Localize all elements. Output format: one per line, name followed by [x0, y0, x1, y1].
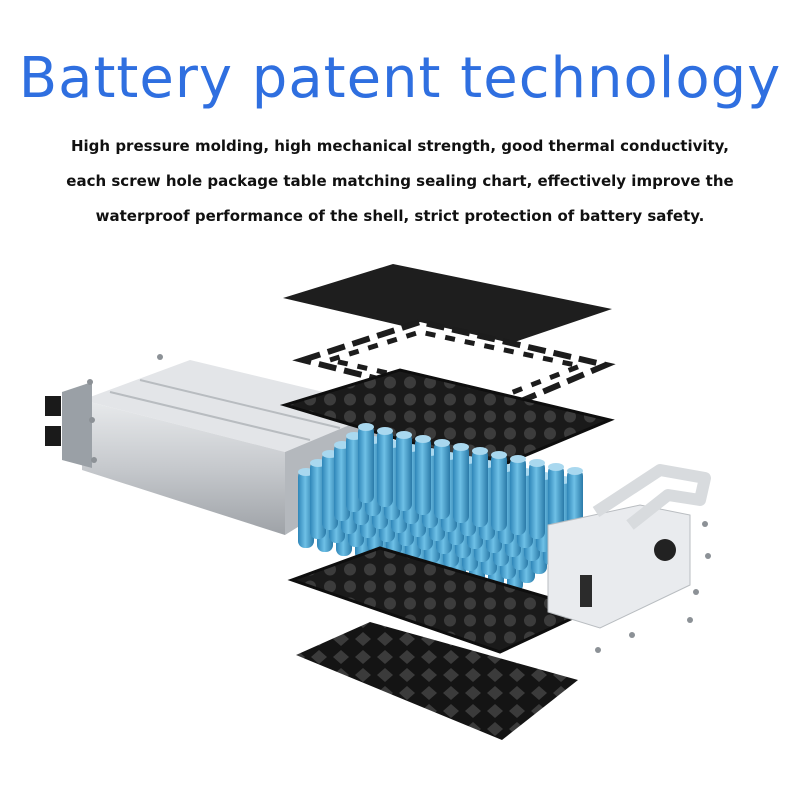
battery-cell: [472, 449, 488, 527]
description-line-2: each screw hole package table matching s…: [66, 172, 734, 190]
battery-cell-top: [396, 431, 412, 439]
end-plate-left: [45, 382, 92, 468]
bottom-insulation-sheet: [296, 622, 578, 740]
battery-cell: [453, 445, 469, 523]
screws: [87, 354, 711, 653]
battery-cell: [377, 429, 393, 507]
description: High pressure molding, high mechanical s…: [60, 129, 740, 234]
description-line-3: waterproof performance of the shell, str…: [95, 207, 705, 225]
battery-cell: [415, 437, 431, 515]
exploded-battery-illustration: [45, 264, 711, 740]
battery-cell: [529, 461, 545, 539]
battery-cell: [510, 457, 526, 535]
top-insulation-sheet: [283, 264, 612, 348]
battery-cell-top: [415, 435, 431, 443]
battery-cell: [358, 425, 374, 503]
battery-cell: [434, 441, 450, 519]
battery-cell-top: [567, 467, 583, 475]
battery-cell: [491, 453, 507, 531]
battery-cell-top: [358, 423, 374, 431]
battery-cell-top: [434, 439, 450, 447]
page-title: Battery patent technology: [18, 46, 782, 111]
description-line-1: High pressure molding, high mechanical s…: [70, 137, 729, 155]
battery-cell: [396, 433, 412, 511]
handle: [592, 464, 711, 530]
end-cap: [547, 504, 691, 629]
battery-cell-top: [529, 459, 545, 467]
battery-cell-top: [472, 447, 488, 455]
battery-cell-top: [548, 463, 564, 471]
cell-array: [298, 423, 583, 592]
battery-cell-top: [453, 443, 469, 451]
battery-cell-top: [510, 455, 526, 463]
battery-cell-top: [377, 427, 393, 435]
battery-cell-top: [491, 451, 507, 459]
